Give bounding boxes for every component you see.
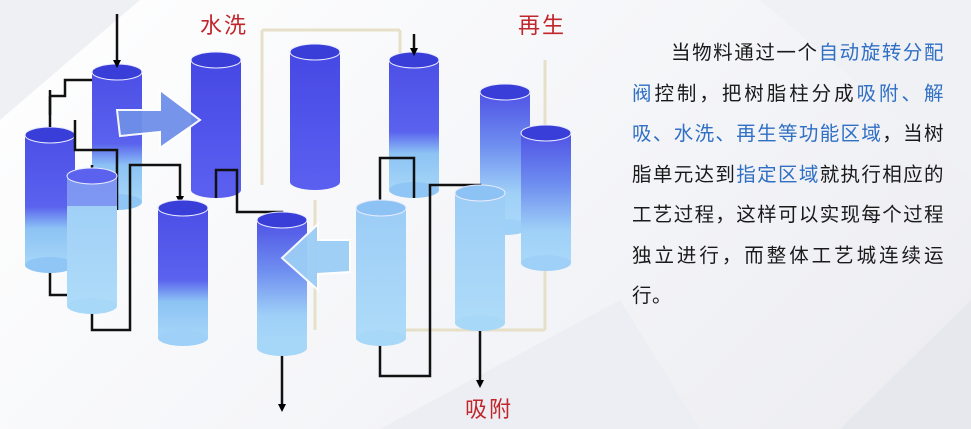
description-text: 控制，把树脂柱分成 [654, 81, 857, 105]
highlighted-text: 自动旋转分配阀 [632, 41, 944, 105]
column-10 [256, 211, 308, 356]
column-6 [520, 124, 572, 271]
label-washing: 水洗 [200, 14, 249, 39]
column-3 [289, 43, 341, 190]
highlighted-text: 吸附、解吸、水洗、再生等功能区域 [632, 81, 944, 146]
column-9 [157, 199, 209, 346]
label-adsorption: 吸附 [465, 398, 514, 423]
column-2 [190, 51, 242, 198]
description-text: ，当树脂单元达到 [632, 122, 944, 186]
description-text: 当物料通过一个 [671, 41, 819, 64]
rotation-arrow-right [115, 88, 202, 150]
resin-column-diagram [24, 14, 572, 412]
column-8 [66, 167, 118, 314]
description-paragraph: 当物料通过一个自动旋转分配阀控制，把树脂柱分成吸附、解吸、水洗、再生等功能区域，… [632, 33, 944, 317]
column-7 [24, 126, 76, 273]
description-text: 就执行相应的工艺过程，这样可以实现每个过程独立进行，而整体工艺城连续运行。 [632, 162, 944, 308]
column-12 [454, 184, 506, 331]
label-regeneration: 再生 [518, 14, 567, 39]
column-11 [355, 199, 407, 346]
highlighted-text: 指定区域 [736, 162, 820, 186]
rotation-arrow-left [280, 221, 351, 293]
